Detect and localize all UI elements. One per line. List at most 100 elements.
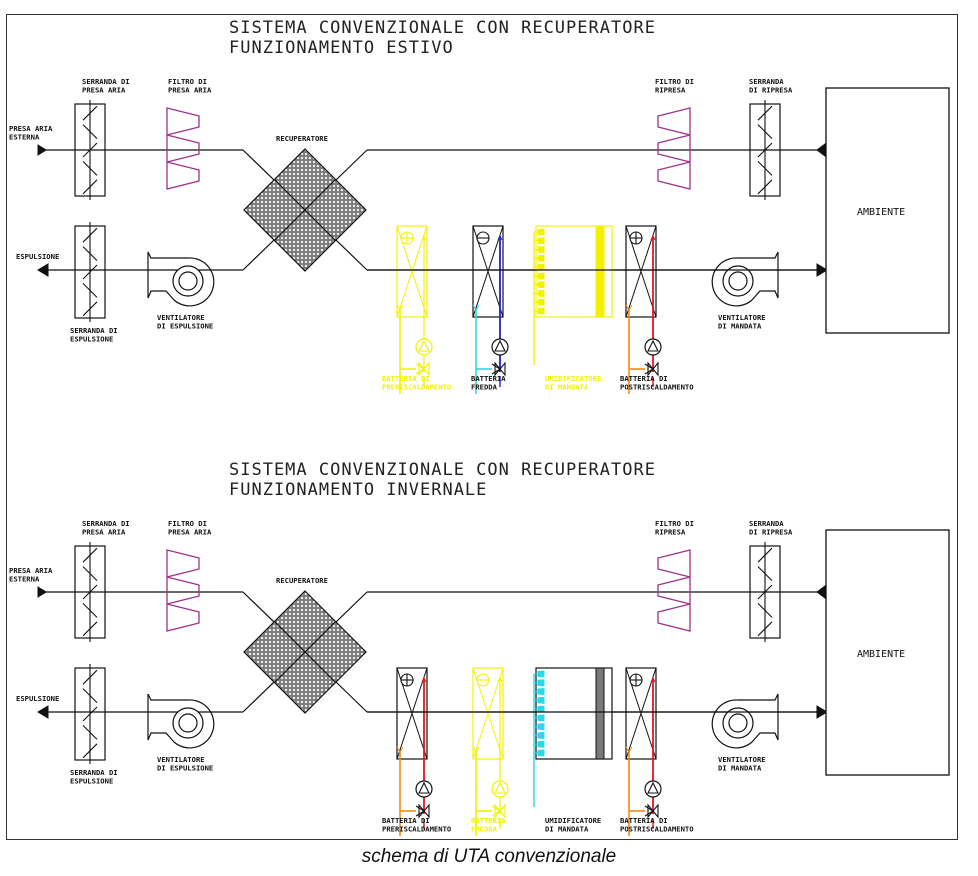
three-way-valve-icon bbox=[647, 803, 659, 819]
exhaust-label: ESPULSIONE bbox=[16, 694, 59, 703]
pump-valve-group bbox=[476, 780, 509, 819]
spray-nozzle-icon bbox=[537, 263, 545, 271]
figure-caption: schema di UTA convenzionale bbox=[361, 846, 617, 867]
damper-blade bbox=[82, 547, 98, 563]
cooling-label-line: FREDDA bbox=[471, 825, 498, 834]
damper-blade bbox=[82, 283, 98, 298]
return-damper-label-line: SERRANDA bbox=[749, 519, 784, 528]
three-way-valve-icon bbox=[418, 803, 430, 819]
postheat-label-line: BATTERIA DI bbox=[620, 374, 668, 383]
intake-damper-label-line: SERRANDA DI bbox=[82, 519, 130, 528]
filter-outline bbox=[657, 107, 691, 190]
pump-valve-group bbox=[629, 338, 662, 377]
recuperator bbox=[243, 148, 367, 272]
damper-blade bbox=[82, 603, 98, 618]
damper-blade bbox=[82, 706, 98, 722]
spray-nozzle-icon bbox=[537, 289, 545, 297]
return-arrow bbox=[625, 304, 633, 311]
humidifier-label-line: UMIDIFICATORE bbox=[545, 816, 601, 825]
intake-filter-label-line: FILTRO DI bbox=[168, 519, 207, 528]
coil-frame bbox=[472, 667, 504, 760]
humidifier bbox=[533, 225, 613, 365]
exhaust-fan-label-line: VENTILATORE bbox=[157, 313, 205, 322]
pump-arrow bbox=[494, 781, 506, 794]
spray-nozzle-icon bbox=[537, 298, 545, 306]
pump-arrow bbox=[647, 781, 659, 794]
spray-nozzle-icon bbox=[537, 749, 545, 757]
return-air-arrow-icon bbox=[816, 143, 826, 157]
supply-arrow bbox=[497, 676, 503, 683]
coil-cross bbox=[396, 225, 428, 318]
damper-blade bbox=[757, 547, 773, 563]
three-way-valve-icon bbox=[647, 361, 659, 377]
damper-blade bbox=[757, 603, 773, 618]
pump-arrow bbox=[418, 339, 430, 352]
intake-filter bbox=[166, 549, 200, 632]
return-filter bbox=[657, 549, 691, 632]
damper-blade bbox=[82, 105, 98, 121]
preheat-coil bbox=[396, 667, 433, 836]
three-way-valve-icon bbox=[494, 361, 506, 377]
exhaust-fan-label-line: DI ESPULSIONE bbox=[157, 322, 213, 331]
valve-port bbox=[491, 363, 502, 375]
pump-arrow bbox=[647, 339, 659, 352]
fan-housing bbox=[711, 693, 779, 749]
preheat-label-line: PRERISCALDAMENTO bbox=[382, 825, 451, 834]
damper-blade bbox=[757, 584, 773, 600]
humidifier-label-line: DI MANDATA bbox=[545, 383, 589, 392]
valve-port bbox=[644, 363, 655, 375]
preheat-label-line: PRERISCALDAMENTO bbox=[382, 383, 451, 392]
pump-valve-group bbox=[476, 338, 509, 377]
humidifier-label-line: DI MANDATA bbox=[545, 825, 589, 834]
coil-cross bbox=[625, 667, 657, 760]
exhaust-damper-label-line: SERRANDA DI bbox=[70, 326, 118, 335]
exhaust-damper-label-line: ESPULSIONE bbox=[70, 777, 113, 786]
postheat-label-line: POSTRISCALDAMENTO bbox=[620, 383, 694, 392]
exhaust-label-line: ESPULSIONE bbox=[16, 694, 59, 703]
exhaust-label: ESPULSIONE bbox=[16, 252, 59, 261]
spray-nozzle-icon bbox=[537, 272, 545, 280]
damper-blade bbox=[82, 621, 98, 637]
outside-air-arrow-icon bbox=[37, 144, 47, 156]
return-filter-label-line: RIPRESA bbox=[655, 528, 686, 537]
intake-damper-label-line: PRESA ARIA bbox=[82, 528, 126, 537]
damper-blade bbox=[82, 124, 98, 139]
room-label: AMBIENTE bbox=[857, 207, 905, 218]
supply-fan-label-line: VENTILATORE bbox=[718, 755, 766, 764]
panel-winter: SISTEMA CONVENZIONALE CON RECUPERATOREFU… bbox=[9, 460, 950, 836]
fan-housing bbox=[147, 693, 215, 749]
exhaust-fan-label-line: VENTILATORE bbox=[157, 755, 205, 764]
supply-arrow bbox=[650, 234, 656, 241]
return-damper-label-line: DI RIPRESA bbox=[749, 528, 793, 537]
exhaust-damper-label-line: SERRANDA DI bbox=[70, 768, 118, 777]
spray-nozzle-icon bbox=[537, 723, 545, 731]
supply-arrow bbox=[497, 234, 503, 241]
intake-filter-label-line: PRESA ARIA bbox=[168, 528, 212, 537]
damper-blade bbox=[82, 743, 98, 759]
panel-subtitle: FUNZIONAMENTO INVERNALE bbox=[229, 480, 487, 500]
damper-blade bbox=[757, 142, 773, 158]
spray-nozzle-icon bbox=[537, 731, 545, 739]
fan-housing bbox=[147, 251, 215, 307]
fan-impeller-inner bbox=[178, 713, 198, 733]
three-way-valve-icon bbox=[494, 803, 506, 819]
postheat-label-line: BATTERIA DI bbox=[620, 816, 668, 825]
three-way-valve-icon bbox=[418, 361, 430, 377]
preheat-label-line: BATTERIA DI bbox=[382, 374, 430, 383]
recuperator-divider bbox=[274, 179, 336, 241]
exhaust-damper bbox=[74, 664, 106, 764]
panel-summer: SISTEMA CONVENZIONALE CON RECUPERATOREFU… bbox=[9, 18, 950, 394]
recuperator-label: RECUPERATORE bbox=[276, 576, 328, 585]
filter-outline bbox=[166, 549, 200, 632]
cooling-label-line: FREDDA bbox=[471, 383, 498, 392]
supply-arrow bbox=[421, 676, 427, 683]
postheat-coil bbox=[625, 667, 662, 836]
outside-air-label-line: ESTERNA bbox=[9, 133, 40, 142]
return-arrow bbox=[396, 304, 404, 311]
